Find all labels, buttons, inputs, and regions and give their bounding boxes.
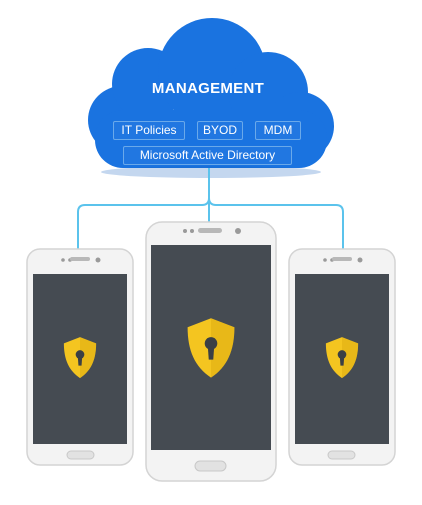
phone-sensor (190, 229, 194, 233)
home-button[interactable] (194, 460, 227, 472)
phone-camera (357, 257, 363, 263)
right-phone (288, 248, 396, 466)
left-phone (26, 248, 134, 466)
center-phone (145, 221, 277, 482)
cloud-title: MANAGEMENT (151, 80, 265, 97)
phone-camera (95, 257, 101, 263)
tag-active-directory: Microsoft Active Directory (123, 146, 292, 165)
phone-camera (235, 228, 241, 234)
phone-speaker (332, 257, 352, 261)
connectors (77, 168, 344, 258)
phone-sensor (183, 229, 187, 233)
phone-sensor (323, 258, 327, 262)
connector-right (208, 186, 344, 258)
phone-sensor (61, 258, 65, 262)
phone-speaker (70, 257, 90, 261)
tag-it-policies: IT Policies (113, 121, 185, 140)
home-button[interactable] (66, 450, 95, 460)
tag-byod: BYOD (197, 121, 243, 140)
phone-speaker (198, 228, 222, 233)
home-button[interactable] (327, 450, 356, 460)
cloud-shadow (101, 166, 321, 178)
shield-lock-icon (63, 337, 97, 379)
shield-lock-icon (187, 318, 235, 378)
shield-lock-icon (325, 337, 359, 379)
tag-mdm: MDM (255, 121, 301, 140)
